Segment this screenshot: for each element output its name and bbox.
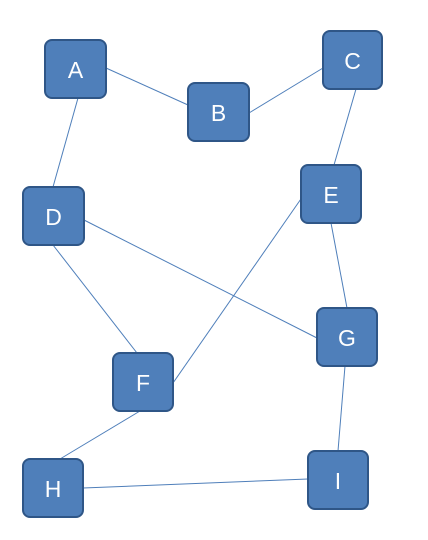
- node-label-h: H: [45, 476, 62, 502]
- edge-a-b: [105, 67, 189, 106]
- node-box-d: [22, 186, 85, 246]
- nodes-layer: A B C D E F G H I: [22, 30, 383, 518]
- edges-layer: [52, 67, 357, 489]
- node-c: C: [322, 30, 383, 90]
- node-label-a: A: [68, 57, 84, 83]
- node-d: D: [22, 186, 85, 246]
- node-i: I: [307, 450, 369, 510]
- node-box-b: [187, 82, 250, 142]
- edge-h-i: [82, 478, 309, 489]
- node-box-f: [112, 352, 174, 412]
- node-box-g: [316, 307, 378, 367]
- edge-a-d: [52, 97, 79, 188]
- edge-g-i: [337, 365, 346, 452]
- edge-c-e: [333, 88, 357, 166]
- node-box-i: [307, 450, 369, 510]
- node-box-e: [300, 164, 362, 224]
- node-f: F: [112, 352, 174, 412]
- node-label-g: G: [338, 325, 356, 351]
- node-label-d: D: [45, 204, 62, 230]
- node-label-e: E: [323, 182, 338, 208]
- node-a: A: [44, 39, 107, 99]
- edge-f-h: [59, 410, 141, 460]
- node-label-c: C: [344, 48, 361, 74]
- edge-e-g: [330, 222, 348, 309]
- node-box-h: [22, 458, 84, 518]
- node-label-f: F: [136, 370, 150, 396]
- node-h: H: [22, 458, 84, 518]
- node-label-i: I: [335, 468, 341, 494]
- edge-d-f: [52, 244, 138, 354]
- node-b: B: [187, 82, 250, 142]
- edge-b-c: [248, 67, 324, 114]
- node-e: E: [300, 164, 362, 224]
- node-box-c: [322, 30, 383, 90]
- node-label-b: B: [211, 100, 226, 126]
- edge-d-g: [83, 219, 318, 339]
- edge-e-f: [172, 195, 304, 384]
- node-box-a: [44, 39, 107, 99]
- node-g: G: [316, 307, 378, 367]
